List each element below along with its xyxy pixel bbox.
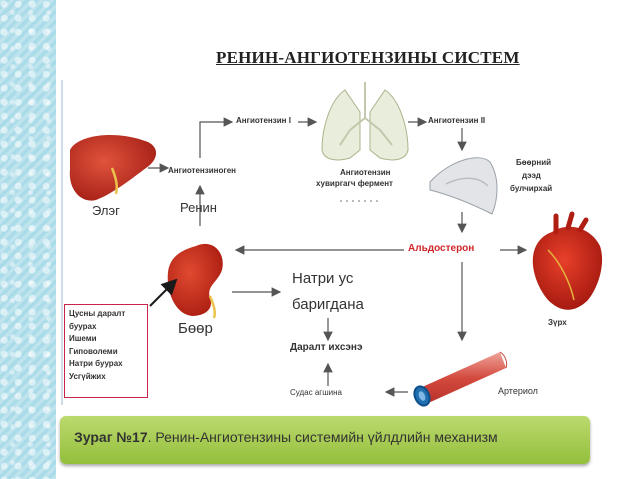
sodium-label-line1: Натри ус xyxy=(292,270,354,287)
kidney-label: Бөөр xyxy=(178,320,213,337)
triggers-box: Цусны даралт буурах Ишеми Гиповолеми Нат… xyxy=(64,304,148,398)
ace-label-line2: хувиргагч фермент xyxy=(316,179,393,188)
pressure-up-label: Даралт ихсэнэ xyxy=(290,342,363,353)
angiotensin2-label: Ангиотензин II xyxy=(428,116,486,125)
renin-label: Ренин xyxy=(180,200,217,215)
trigger-item: Усгүйжих xyxy=(69,371,106,381)
caption-prefix: Зураг №17 xyxy=(74,429,148,445)
trigger-item: Ишеми xyxy=(69,334,97,343)
liver-illustration xyxy=(69,135,157,201)
arrow-triggers-to-kidney xyxy=(149,278,178,307)
arteriole-illustration xyxy=(413,351,508,407)
lungs-illustration xyxy=(321,82,409,161)
adrenal-gland-illustration xyxy=(429,157,498,215)
trigger-item: Гиповолеми xyxy=(69,346,118,356)
angiotensinogen-label: Ангиотензиноген xyxy=(168,166,236,175)
heart-label: Зүрх xyxy=(548,318,567,327)
trigger-item: Цусны даралт xyxy=(69,309,126,318)
trigger-item: буурах xyxy=(69,321,97,331)
adrenal-label-line1: Бөөрний xyxy=(516,158,552,167)
arteriole-label: Артериол xyxy=(498,386,538,396)
kidney-illustration xyxy=(167,243,223,319)
page-title: РЕНИН-АНГИОТЕНЗИНЫ СИСТЕМ xyxy=(216,48,520,67)
ace-label-line1: Ангиотензин xyxy=(340,168,391,177)
adrenal-label-line2: дээд xyxy=(522,171,541,180)
trigger-item: Натри буурах xyxy=(69,359,123,368)
heart-illustration xyxy=(532,211,603,310)
angiotensin1-label: Ангиотензин I xyxy=(236,116,291,125)
arrow-angiotensinogen-to-angiotensin1 xyxy=(199,117,234,158)
decorative-side-strip xyxy=(0,0,56,479)
caption-text: . Ренин-Ангиотензины системийн үйлдлийн … xyxy=(147,429,498,445)
aldosterone-label: Альдостерон xyxy=(408,243,475,254)
figure-caption: Зураг №17. Ренин-Ангиотензины системийн … xyxy=(60,416,590,464)
adrenal-label-line3: булчирхай xyxy=(510,184,553,193)
liver-label: Элэг xyxy=(92,203,120,218)
sodium-label-line2: баригдана xyxy=(292,296,364,313)
vasoconstriction-label: Судас агшина xyxy=(290,388,342,397)
